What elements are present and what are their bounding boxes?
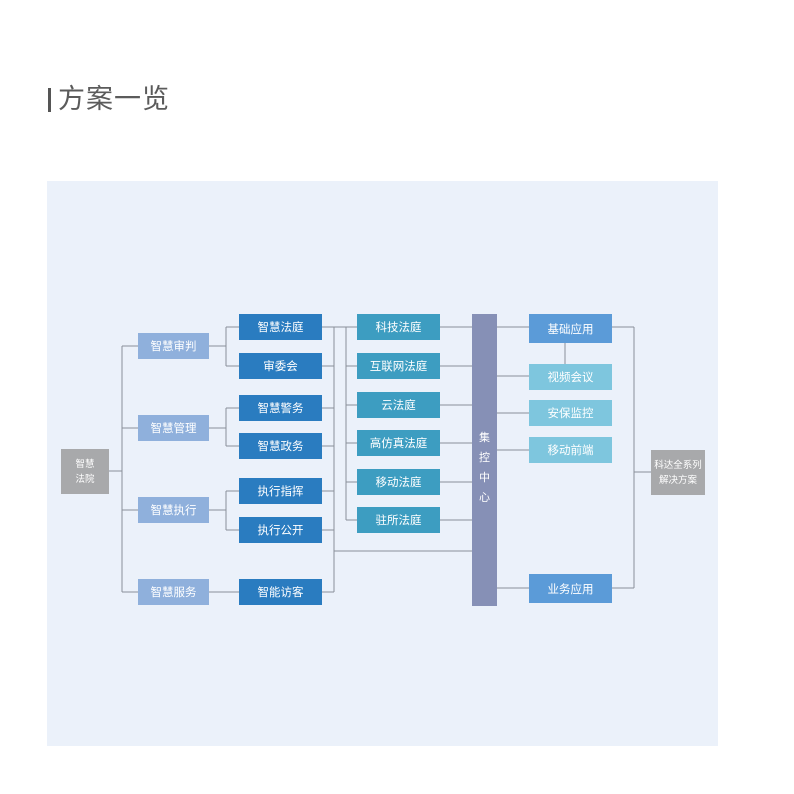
diagram-panel	[47, 181, 718, 746]
hub-char-4: 心	[479, 491, 490, 504]
hub-char-2: 控	[479, 451, 490, 464]
node-smart-service: 智慧服务	[138, 579, 209, 605]
node-smart-police: 智慧警务	[239, 395, 322, 421]
node-internet-court: 互联网法庭	[357, 353, 440, 379]
node-security-monitoring: 安保监控	[529, 400, 612, 426]
title-accent-bar	[48, 88, 51, 112]
node-smart-trial: 智慧审判	[138, 333, 209, 359]
node-hifi-court: 高仿真法庭	[357, 430, 440, 456]
hub-char-3: 中	[479, 471, 490, 484]
root-node-line2: 法院	[75, 473, 95, 485]
node-smart-affairs: 智慧政务	[239, 433, 322, 459]
node-smart-courtroom: 智慧法庭	[239, 314, 322, 340]
node-smart-visitor: 智能访客	[239, 579, 322, 605]
node-basic-apps: 基础应用	[529, 314, 612, 343]
node-execution-command: 执行指挥	[239, 478, 322, 504]
node-video-conference: 视频会议	[529, 364, 612, 390]
node-mobile-frontend: 移动前端	[529, 437, 612, 463]
node-judicial-committee: 审委会	[239, 353, 322, 379]
node-tech-court: 科技法庭	[357, 314, 440, 340]
solution-line1: 科达全系列	[654, 459, 702, 471]
solution-line2: 解决方案	[658, 474, 697, 486]
node-mobile-court: 移动法庭	[357, 469, 440, 495]
root-node-smart-court: 智慧 法院	[61, 449, 109, 494]
node-full-solution: 科达全系列 解决方案	[651, 450, 705, 495]
node-cloud-court: 云法庭	[357, 392, 440, 418]
node-control-center: 集 控 中 心	[472, 314, 497, 606]
node-smart-execution: 智慧执行	[138, 497, 209, 523]
node-execution-public: 执行公开	[239, 517, 322, 543]
node-station-court: 驻所法庭	[357, 507, 440, 533]
root-node-line1: 智慧	[75, 458, 95, 470]
page-title: 方案一览	[58, 84, 170, 115]
node-business-apps: 业务应用	[529, 574, 612, 603]
node-smart-management: 智慧管理	[138, 415, 209, 441]
hub-char-1: 集	[479, 431, 490, 444]
